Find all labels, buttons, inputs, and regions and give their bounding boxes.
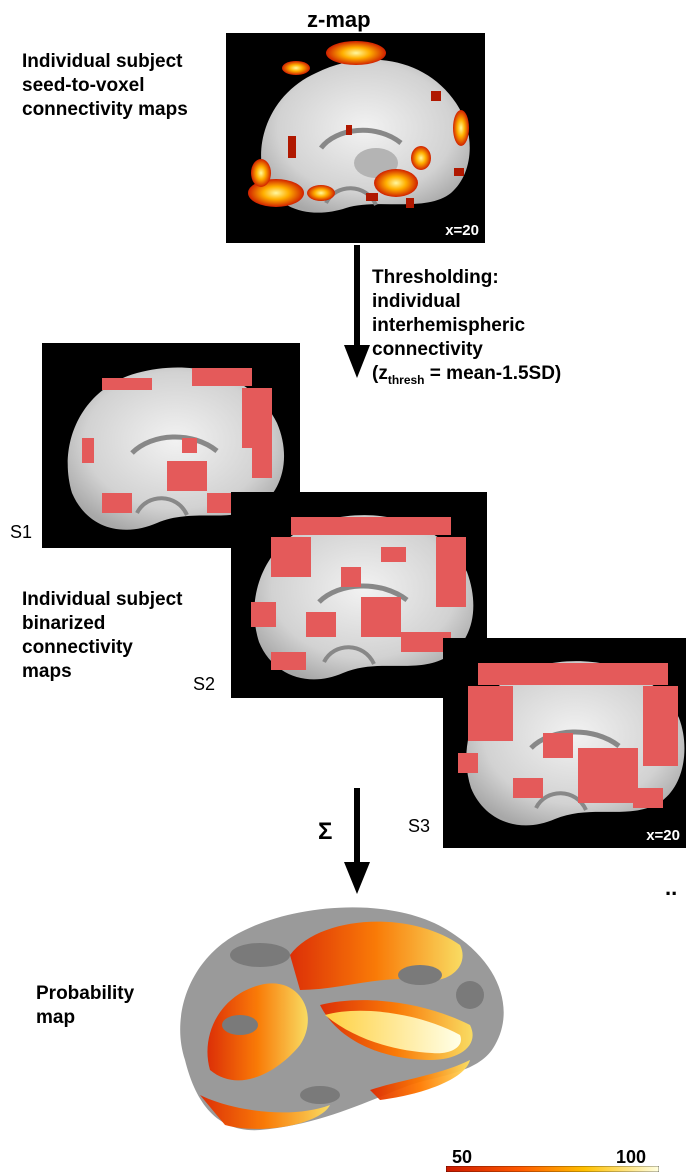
label-line: Individual subject: [22, 588, 182, 612]
down-arrow-icon: [344, 788, 370, 896]
label-probability-map: Probability map: [36, 982, 134, 1030]
zmap-title: z-map: [307, 8, 371, 32]
colorbar: [446, 1166, 659, 1172]
sum-symbol: Σ: [318, 820, 332, 844]
label-line: individual: [372, 290, 561, 314]
subject-label-s1: S1: [10, 522, 32, 543]
label-line: interhemispheric: [372, 314, 561, 338]
label-line: connectivity maps: [22, 98, 188, 122]
colorbar-max-label: 100: [616, 1148, 646, 1166]
label-line: Probability: [36, 982, 134, 1006]
label-line: maps: [22, 660, 182, 684]
down-arrow-icon: [344, 245, 370, 380]
label-line: map: [36, 1006, 134, 1030]
colorbar-min-label: 50: [452, 1148, 472, 1166]
formula-prefix: (z: [372, 363, 388, 384]
label-line: binarized: [22, 612, 182, 636]
zmap-brain-slice: x=20: [226, 33, 485, 243]
threshold-formula: (zthresh = mean-1.5SD): [372, 362, 561, 392]
label-line: connectivity: [372, 338, 561, 362]
label-line: connectivity: [22, 636, 182, 660]
label-seed-to-voxel-maps: Individual subject seed-to-voxel connect…: [22, 50, 188, 122]
label-line: seed-to-voxel: [22, 74, 188, 98]
subject-label-s3: S3: [408, 816, 430, 837]
probability-surface-brain: [170, 895, 515, 1137]
slice-coordinate: x=20: [445, 222, 479, 239]
label-binarized-maps: Individual subject binarized connectivit…: [22, 588, 182, 684]
label-thresholding: Thresholding: individual interhemispheri…: [372, 266, 561, 392]
subject-3-binarized-slice: x=20: [443, 638, 686, 848]
ellipsis: ..: [665, 876, 677, 900]
formula-suffix: = mean-1.5SD): [425, 363, 562, 384]
label-line: Individual subject: [22, 50, 188, 74]
subject-label-s2: S2: [193, 674, 215, 695]
slice-coordinate: x=20: [646, 827, 680, 844]
label-line: Thresholding:: [372, 266, 561, 290]
formula-subscript: thresh: [388, 373, 425, 387]
